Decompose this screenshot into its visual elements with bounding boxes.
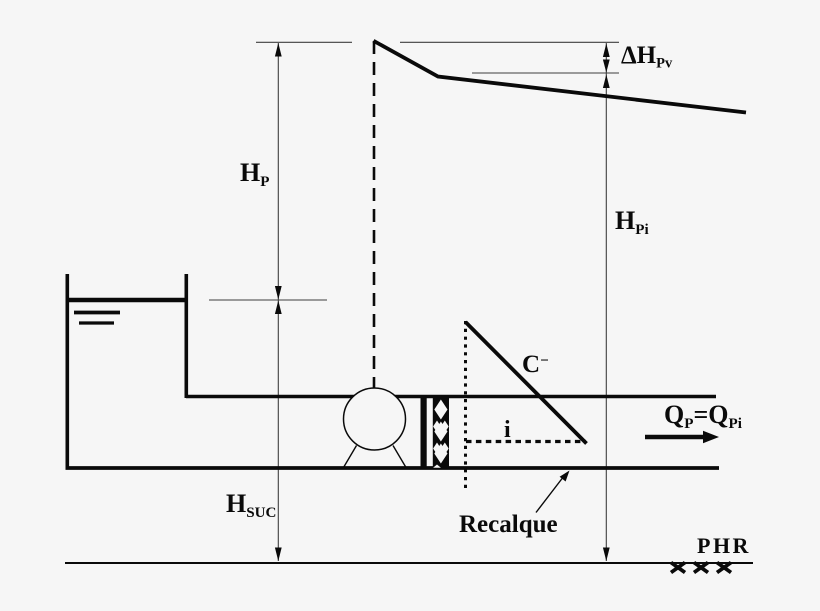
arrowhead-up-icon (274, 43, 282, 57)
dhpv-label: ΔHPv (621, 43, 672, 71)
hsuc-base: H (226, 489, 247, 518)
slope-label: i (504, 417, 511, 443)
hp-base: H (240, 158, 261, 187)
hp-subscript: P (260, 173, 270, 190)
arrowhead-down-icon (274, 286, 282, 300)
c-base: C (522, 351, 541, 378)
flow-q2-subscript: Pi (728, 415, 742, 432)
hpi-label: HPi (615, 208, 649, 238)
arrowhead-down-icon (602, 547, 610, 561)
valve-diamond (434, 399, 448, 420)
flow-q1: Q (664, 400, 685, 429)
arrowhead-up-icon (602, 43, 610, 57)
ground-x-icon (715, 560, 733, 575)
recalque-arrowhead-icon (559, 470, 570, 482)
recalque-label: Recalque (459, 511, 558, 538)
dhpv-base: ΔH (621, 42, 657, 69)
flow-label: QP=QPi (664, 402, 742, 432)
pump-base-right (392, 445, 407, 468)
valve-diamond-small (440, 442, 449, 455)
valve-diamond-small (433, 442, 441, 455)
arrowhead-down-icon (602, 59, 610, 73)
hpi-subscript: Pi (635, 221, 649, 238)
hpi-base: H (615, 206, 636, 235)
valve-diamond-small (440, 420, 449, 433)
ground-x-icon (692, 560, 710, 575)
flow-q1-subscript: P (684, 415, 694, 432)
valve-diamond-small (433, 464, 441, 468)
c-superscript: − (540, 352, 549, 369)
dhpv-subscript: Pv (656, 55, 673, 72)
arrowhead-up-icon (602, 74, 610, 88)
flow-q2: Q (708, 400, 729, 429)
pump-base-left (342, 445, 358, 468)
ground-hatch-marks (669, 560, 733, 575)
c-characteristic-label: C− (522, 352, 549, 377)
characteristic-c-line (464, 320, 588, 445)
valve-diamond (434, 443, 448, 464)
piezometric-grade-line (372, 39, 747, 115)
valve-bar (420, 395, 427, 470)
arrowhead-up-icon (274, 300, 282, 314)
hsuc-label: HSUC (226, 491, 276, 521)
recalque-pointer-line (535, 475, 565, 513)
hp-label: HP (240, 160, 269, 190)
valve-diamond-small (433, 420, 441, 433)
ground-x-icon (669, 560, 687, 575)
valve-diamond-hatch (433, 399, 449, 468)
phr-label: PHR (697, 533, 751, 558)
hsuc-subscript: SUC (246, 504, 277, 521)
arrowhead-down-icon (274, 547, 282, 561)
valve-diamond (434, 421, 448, 442)
flow-arrowhead-icon (703, 430, 719, 444)
pump-circle (342, 387, 407, 451)
flow-equals: = (693, 400, 709, 429)
